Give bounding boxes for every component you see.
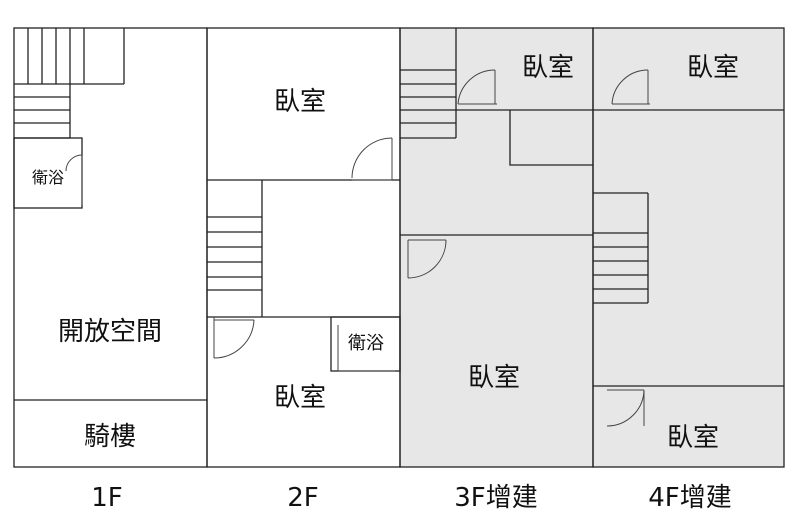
floor-caption-4f: 4F增建	[648, 483, 732, 513]
room-label-4f-bedroom-top: 臥室	[687, 53, 739, 83]
door-3f-bedroom-bottom	[407, 239, 447, 279]
wall-3f-b	[509, 110, 593, 166]
staircase-4f	[593, 192, 649, 304]
staircase-2f	[207, 180, 263, 317]
door-4f-bedroom-top	[611, 69, 650, 105]
floor-caption-2f: 2F	[287, 483, 319, 513]
room-label-2f-bedroom-bottom: 臥室	[274, 383, 326, 413]
room-label-2f-bathroom: 衛浴	[348, 333, 384, 354]
door-2f-bathroom	[337, 325, 395, 372]
door-3f-bedroom-top	[457, 69, 497, 105]
door-4f-bedroom-bottom	[606, 389, 645, 427]
room-label-1f-arcade: 騎樓	[84, 422, 136, 452]
floor-caption-3f: 3F增建	[454, 483, 538, 513]
door-2f-bedroom-top	[351, 137, 393, 181]
room-label-4f-bedroom-bottom: 臥室	[667, 423, 719, 453]
door-1f-bathroom	[65, 154, 83, 205]
room-label-1f-bathroom: 衛浴	[32, 168, 64, 187]
room-label-3f-bedroom-bottom: 臥室	[468, 363, 520, 393]
staircase-3f	[400, 28, 457, 139]
floor-caption-1f: 1F	[91, 483, 123, 513]
room-label-3f-bedroom-top: 臥室	[522, 53, 574, 83]
staircase-1f	[14, 28, 125, 139]
room-label-1f-open-space: 開放空間	[58, 317, 162, 347]
floor-1f-outline	[13, 27, 208, 468]
door-2f-bedroom-bottom	[213, 317, 255, 359]
room-label-2f-bedroom-top: 臥室	[274, 87, 326, 117]
floor-3f-area	[400, 28, 593, 467]
